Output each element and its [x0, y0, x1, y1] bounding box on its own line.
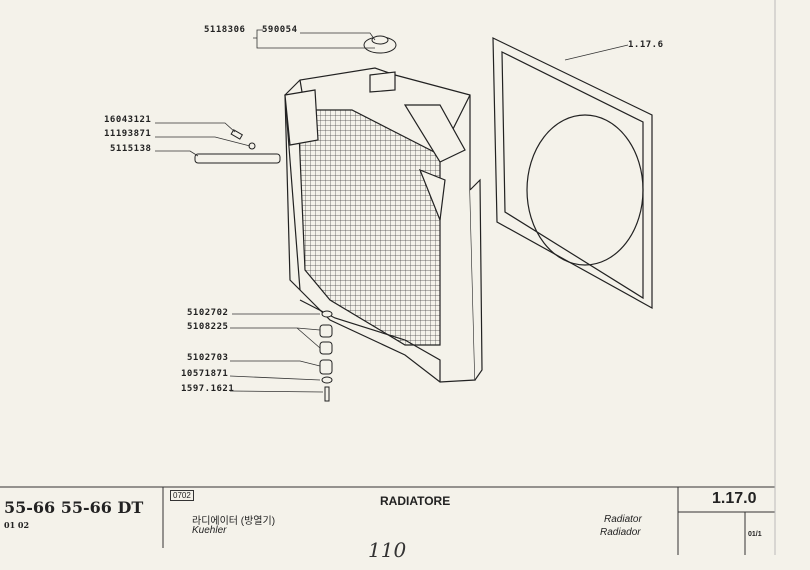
model-name: 55-66 55-66 DT — [4, 498, 144, 517]
callout-drain-washer: 11193871 — [104, 129, 152, 139]
leader-lines — [155, 29, 629, 393]
radiator-cap — [363, 35, 397, 54]
callout-drain-cock: 16043121 — [104, 115, 152, 125]
bracket — [194, 153, 281, 164]
radiator-body — [284, 67, 483, 383]
callout-mount-bush-a: 5108225 — [187, 322, 229, 332]
section-number: 1.17.0 — [712, 490, 757, 507]
callout-mount-bush-b: 5102703 — [187, 353, 229, 363]
callout-shroud: 1.17.6 — [628, 40, 664, 50]
callout-mount-washer-bottom: 10571871 — [181, 369, 229, 379]
title-block-frame — [0, 0, 776, 555]
callout-bracket: 5115138 — [110, 144, 152, 154]
callout-mount-washer-top: 5102702 — [187, 308, 229, 318]
fan-shroud — [492, 37, 653, 310]
title-spanish: Radiador — [600, 527, 641, 538]
callout-cap: 590054 — [262, 25, 298, 35]
model-years: 01 02 — [4, 520, 30, 530]
title-german: Kuehler — [192, 525, 227, 536]
group-code: 0702 — [170, 490, 194, 501]
handwritten-page-number: 110 — [368, 538, 407, 562]
title-english: Radiator — [604, 514, 642, 525]
sheet-number: 01/1 — [748, 531, 762, 538]
callout-cap-group: 5118306 — [204, 25, 246, 35]
callout-mount-bolt: 1597.1621 — [181, 384, 235, 394]
drain-cock — [230, 129, 244, 140]
title-korean: 라디에이터 (방열기) — [192, 516, 276, 527]
page-title: RADIATORE — [380, 494, 451, 508]
